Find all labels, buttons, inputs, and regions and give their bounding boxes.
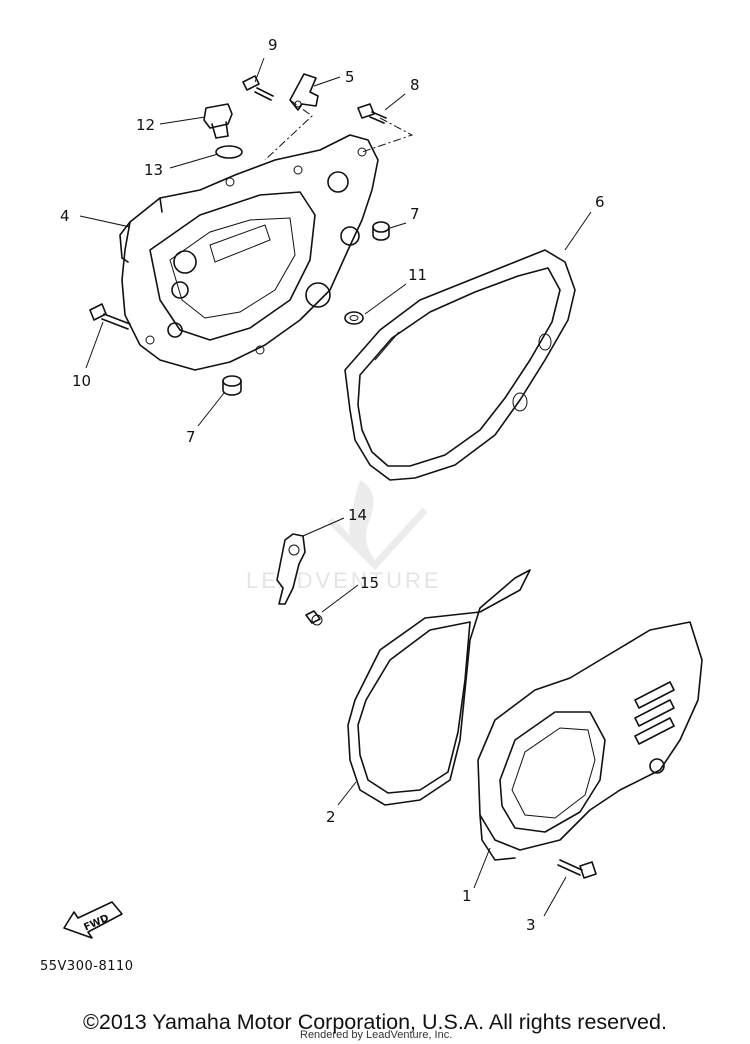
callout-7-upper: 7 (410, 205, 420, 223)
callout-labels: 9 5 8 12 13 4 7 6 11 10 7 14 15 2 1 3 (60, 36, 605, 934)
forward-arrow-icon: FWD (63, 901, 123, 939)
callout-7-lower: 7 (186, 428, 196, 446)
bracket-part-14 (276, 533, 306, 605)
copyright-notice: ©2013 Yamaha Motor Corporation, U.S.A. A… (83, 1010, 667, 1034)
callout-13: 13 (144, 161, 163, 179)
render-note: Rendered by LeadVenture, Inc. (300, 1029, 452, 1041)
o-ring-part-13 (215, 145, 243, 159)
callout-5: 5 (345, 68, 355, 86)
dowel-part-7-lower (222, 375, 242, 396)
callout-8: 8 (410, 76, 420, 94)
callout-6: 6 (595, 193, 605, 211)
callout-10: 10 (72, 372, 91, 390)
screw-part-15 (305, 610, 323, 626)
leader-lines (79, 57, 592, 917)
callout-4: 4 (60, 207, 70, 225)
callout-15: 15 (360, 574, 379, 592)
callout-9: 9 (268, 36, 278, 54)
callout-12: 12 (136, 116, 155, 134)
dowel-part-7-upper (372, 221, 390, 241)
oil-seal-part-11 (344, 311, 364, 325)
gasket-part-6 (344, 249, 576, 481)
bolt-part-8 (357, 103, 387, 124)
filler-plug-part-12 (203, 103, 233, 139)
callout-2: 2 (326, 808, 336, 826)
gasket-part-2 (347, 569, 531, 806)
callout-1: 1 (462, 887, 472, 905)
diagram-part-code: 55V300-8110 (40, 959, 134, 974)
callout-14: 14 (348, 506, 367, 524)
bracket-part-5 (289, 73, 319, 111)
callout-3: 3 (526, 916, 536, 934)
watermark-text: LEADVENTURE (246, 568, 442, 593)
bolt-part-10 (89, 303, 131, 330)
bolt-part-9 (242, 75, 274, 101)
crankcase-cover-part-1 (477, 621, 703, 861)
callout-11: 11 (408, 266, 427, 284)
watermark-logo: LEADVENTURE (246, 480, 442, 593)
bolt-part-3 (557, 859, 597, 879)
crankcase-cover-part-4 (119, 134, 379, 371)
